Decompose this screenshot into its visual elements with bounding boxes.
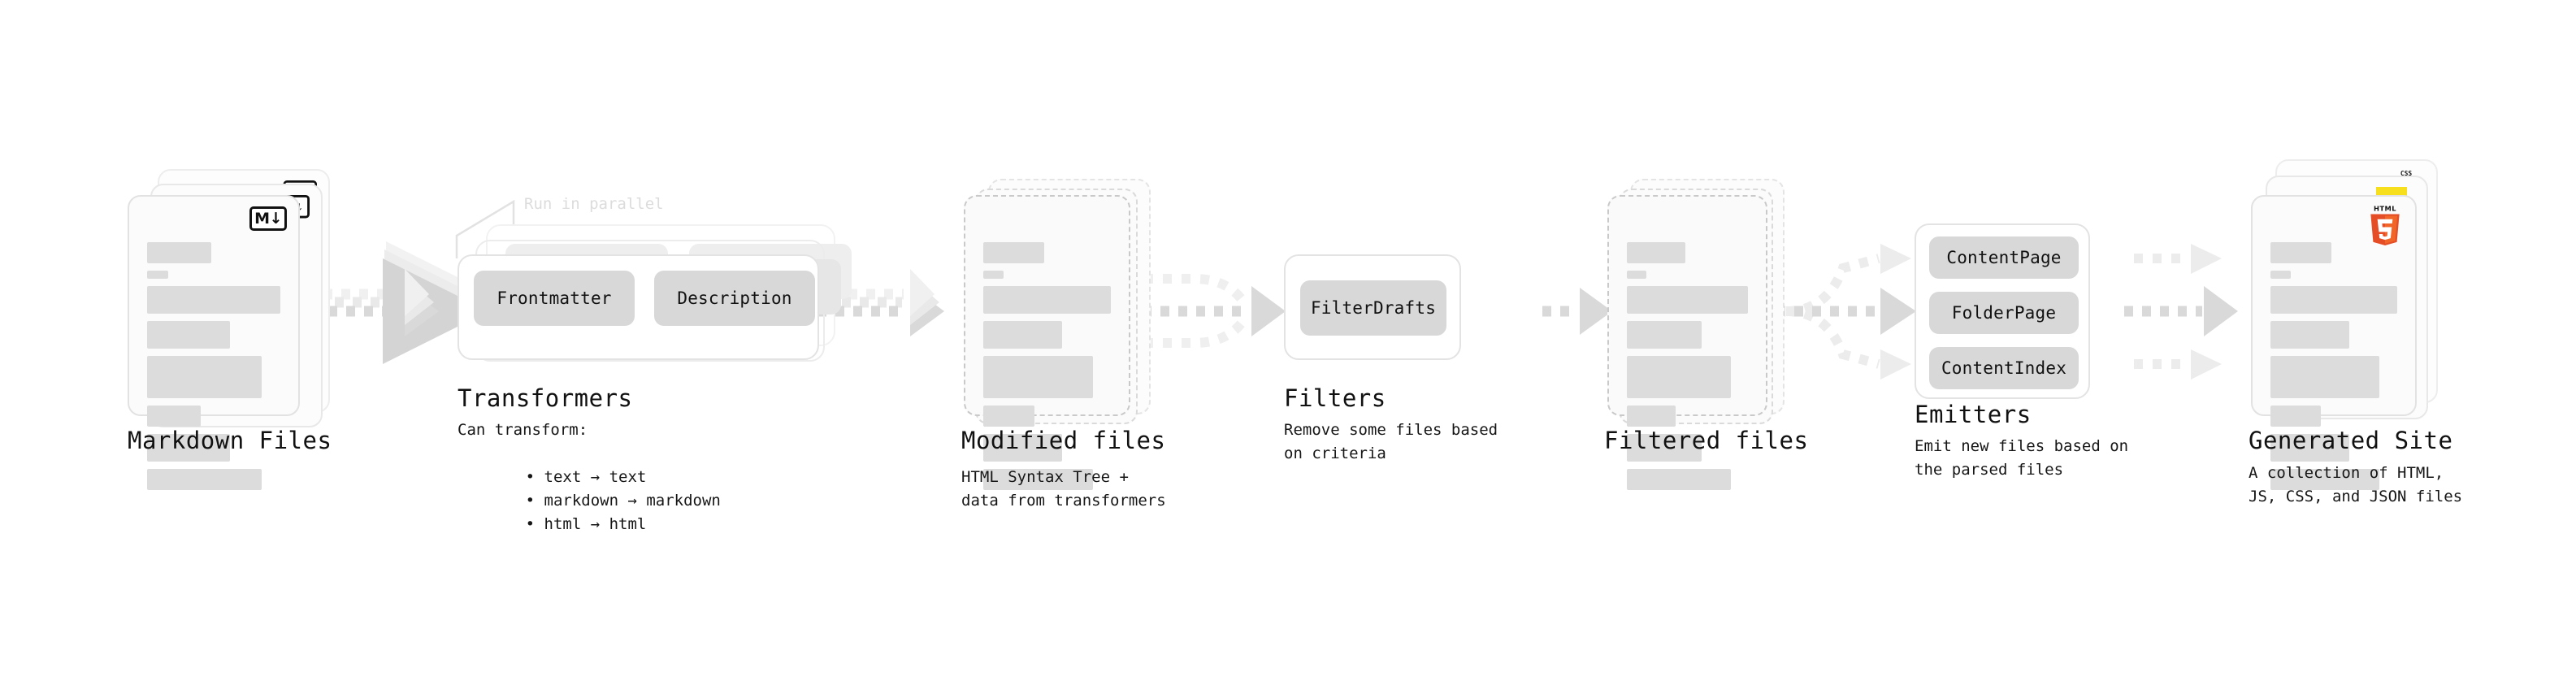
page-title-filters: Filters bbox=[1284, 384, 1386, 412]
page-title-emitters: Emitters bbox=[1915, 401, 2032, 428]
generated-site-subtitle: A collection of HTML, JS, CSS, and JSON … bbox=[2249, 464, 2463, 505]
connector-transformers-to-modified bbox=[817, 269, 944, 336]
doc-line bbox=[1627, 469, 1732, 490]
doc-line bbox=[1627, 406, 1676, 427]
doc-line bbox=[2270, 434, 2349, 462]
doc-line bbox=[2270, 242, 2331, 263]
filtered-card-content bbox=[1627, 242, 1748, 497]
modified-files-subtitle: HTML Syntax Tree + data from transformer… bbox=[961, 468, 1166, 510]
doc-line bbox=[983, 406, 1034, 427]
page-title-modified-files: Modified files bbox=[961, 427, 1166, 454]
doc-line bbox=[1627, 242, 1685, 263]
connector-md-to-transformers bbox=[310, 241, 492, 364]
page-title-markdown-files: Markdown Files bbox=[128, 427, 332, 454]
markdown-card-content bbox=[147, 242, 280, 497]
doc-line bbox=[1627, 286, 1748, 314]
transformers-bullet-2-label: markdown → markdown bbox=[544, 492, 721, 510]
transformers-bullet-2: • markdown → markdown bbox=[470, 466, 721, 536]
connector-filters-to-filtered bbox=[1542, 288, 1612, 335]
site-card-front[interactable]: HTML bbox=[2251, 195, 2417, 490]
doc-line bbox=[2270, 321, 2349, 349]
filtered-card-front[interactable] bbox=[1607, 195, 1767, 490]
html5-icon-svg: HTML bbox=[2370, 204, 2400, 245]
page-title-transformers: Transformers bbox=[458, 384, 633, 412]
emitters-box[interactable]: ContentPage FolderPage ContentIndex bbox=[1915, 223, 2090, 399]
doc-line bbox=[983, 469, 1094, 490]
doc-line bbox=[2270, 286, 2397, 314]
doc-line bbox=[1627, 356, 1732, 398]
transformers-subtitle: Can transform: bbox=[458, 421, 588, 439]
page-title-filtered-files: Filtered files bbox=[1604, 427, 1809, 454]
doc-line bbox=[1627, 271, 1646, 279]
transformer-pill-frontmatter[interactable]: Frontmatter bbox=[474, 271, 635, 326]
filters-box[interactable]: FilterDrafts bbox=[1284, 254, 1461, 360]
doc-line bbox=[147, 271, 169, 279]
markdown-card-front[interactable]: M↓ bbox=[128, 195, 300, 490]
bullet-dot: • bbox=[525, 515, 544, 533]
filter-pill-filterdrafts[interactable]: FilterDrafts bbox=[1300, 280, 1446, 336]
doc-line bbox=[983, 321, 1063, 349]
connector-modified-to-filters bbox=[1143, 274, 1286, 348]
bullet-dot: • bbox=[525, 492, 544, 510]
doc-line bbox=[147, 434, 230, 462]
connector-filtered-to-emitters bbox=[1776, 244, 1916, 380]
doc-line bbox=[983, 434, 1063, 462]
doc-line bbox=[147, 356, 262, 398]
bullet-dot: • bbox=[525, 468, 544, 486]
markdown-badge-letter: M↓ bbox=[254, 209, 282, 228]
doc-line bbox=[147, 286, 280, 314]
emitter-pill-folderpage[interactable]: FolderPage bbox=[1929, 292, 2079, 334]
emitter-pill-contentpage[interactable]: ContentPage bbox=[1929, 236, 2079, 279]
transformers-bullet-3-label: html → html bbox=[544, 515, 647, 533]
html5-icon: HTML bbox=[2366, 203, 2404, 249]
doc-line bbox=[983, 286, 1111, 314]
doc-line bbox=[983, 271, 1004, 279]
site-card-content bbox=[2270, 242, 2397, 497]
doc-line bbox=[147, 321, 230, 349]
doc-line bbox=[147, 406, 201, 427]
emitters-subtitle: Emit new files based on the parsed files bbox=[1915, 437, 2129, 479]
connector-emitters-to-site bbox=[2124, 244, 2238, 380]
transformers-bullet-3: • html → html bbox=[470, 489, 647, 560]
doc-line bbox=[2270, 406, 2322, 427]
modified-card-front[interactable] bbox=[964, 195, 1130, 490]
transformers-bullet-1: • text → text bbox=[470, 442, 647, 513]
transformer-box-front[interactable]: Frontmatter Description bbox=[458, 254, 819, 360]
modified-card-content bbox=[983, 242, 1111, 497]
page-title-generated-site: Generated Site bbox=[2249, 427, 2453, 454]
doc-line bbox=[147, 242, 211, 263]
doc-line bbox=[2270, 356, 2380, 398]
doc-line bbox=[2270, 469, 2380, 490]
doc-line bbox=[1627, 321, 1702, 349]
markdown-icon: M↓ bbox=[249, 206, 287, 231]
doc-line bbox=[983, 242, 1045, 263]
svg-text:HTML: HTML bbox=[2374, 204, 2396, 212]
transformers-bullet-1-label: text → text bbox=[544, 468, 647, 486]
doc-line bbox=[1627, 434, 1702, 462]
emitter-pill-contentindex[interactable]: ContentIndex bbox=[1929, 347, 2079, 389]
doc-line bbox=[2270, 271, 2291, 279]
transformer-pill-description[interactable]: Description bbox=[654, 271, 815, 326]
filters-subtitle: Remove some files based on criteria bbox=[1284, 421, 1498, 462]
run-in-parallel-label: Run in parallel bbox=[524, 195, 664, 213]
svg-text:CSS: CSS bbox=[2400, 170, 2413, 177]
run-in-parallel-bracket bbox=[455, 199, 515, 258]
doc-line bbox=[147, 469, 262, 490]
doc-line bbox=[983, 356, 1094, 398]
